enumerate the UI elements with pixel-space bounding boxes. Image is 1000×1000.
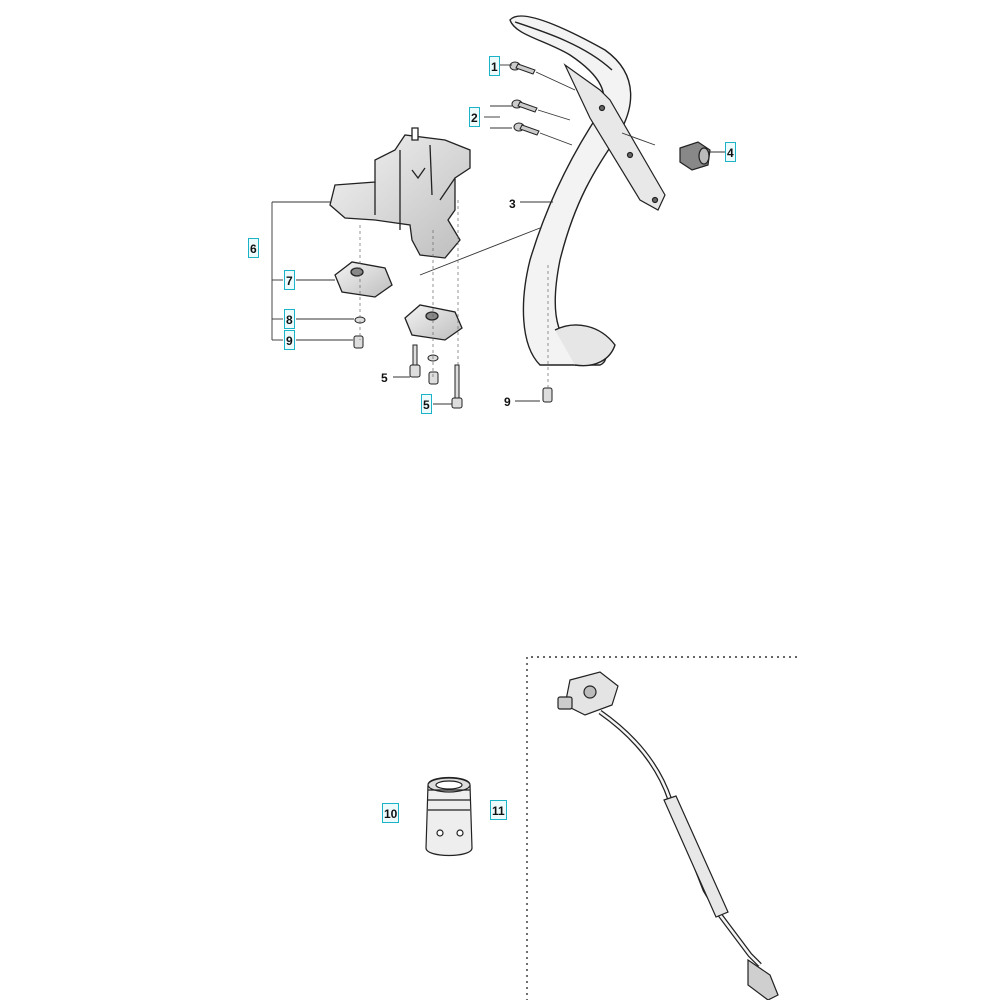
knob-part-4 [679, 141, 711, 171]
callout-11: 11 [490, 800, 507, 820]
bar-strut-part [563, 63, 666, 211]
hose-fitting-part-10 [425, 776, 473, 857]
callout-9a: 9 [284, 330, 295, 350]
callout-8: 8 [284, 309, 295, 329]
callout-1: 1 [489, 56, 500, 76]
callout-5a: 5 [381, 371, 388, 385]
callout-10: 10 [382, 803, 400, 823]
rubber-pad-part [404, 304, 463, 341]
fasteners-part-5 [409, 344, 463, 409]
leader-lines [271, 64, 735, 405]
callout-6: 6 [248, 238, 259, 258]
rubber-pad-part-7 [334, 261, 393, 298]
callout-2: 2 [469, 107, 480, 127]
screw-part-9 [353, 335, 364, 349]
callout-9b: 9 [504, 395, 511, 409]
mount-bracket-part [329, 127, 471, 259]
water-valve-hose-part-11 [557, 671, 779, 1000]
callout-5b: 5 [421, 394, 432, 414]
callout-3: 3 [509, 197, 516, 211]
bolts-part-1-2 [509, 61, 540, 136]
callout-4: 4 [725, 142, 736, 162]
screw-part-9-right [542, 387, 553, 403]
assembly-axis-lines [359, 200, 549, 388]
assembly-frame-11 [526, 656, 797, 1000]
handle-bar-part-3 [509, 15, 632, 367]
callout-7: 7 [284, 270, 295, 290]
